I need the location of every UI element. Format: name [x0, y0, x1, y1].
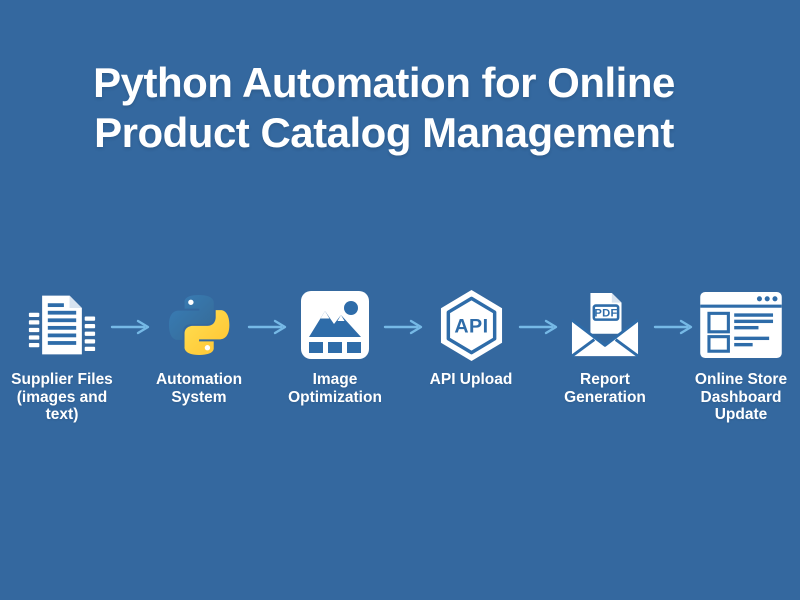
pdf-document-fold [611, 292, 622, 303]
step-dashboard-update: Online Store Dashboard Update [686, 288, 796, 424]
step-label-image-optimization: Image Optimization [288, 371, 382, 406]
envelope-fold-right [614, 338, 639, 358]
pdf-envelope-icon: PDF [568, 288, 642, 362]
step-image-optimization: Image Optimization [280, 288, 390, 406]
pdf-document-sheet [590, 292, 622, 334]
browser-dots-icon [756, 296, 778, 302]
step-report-generation: PDF Report Generation [550, 288, 660, 406]
hexagon-inner-border [446, 296, 496, 354]
document-fold-corner [69, 295, 82, 308]
title-line-1: Python Automation for Online [93, 59, 675, 106]
envelope-fold-left [571, 338, 596, 358]
snow-cap-left [320, 311, 330, 319]
flow-arrow-4 [518, 319, 559, 335]
step-automation-system: Automation System [144, 288, 254, 406]
left-dashes [28, 312, 40, 348]
pdf-label-box [592, 304, 620, 321]
python-logo-icon-svg [168, 295, 230, 355]
step-label-dashboard-update: Online Store Dashboard Update [694, 371, 788, 423]
title-line-2: Product Catalog Management [94, 109, 674, 156]
page-title: Python Automation for Online Product Cat… [0, 0, 784, 158]
flow-arrow-3 [383, 319, 424, 335]
right-arrow-icon [247, 319, 287, 335]
right-arrow-icon [518, 319, 558, 335]
api-hexagon-icon-svg: API [440, 289, 502, 361]
document-text-lines [47, 303, 77, 345]
pdf-envelope-icon-svg: PDF [571, 292, 639, 358]
python-yellow-eye [204, 345, 211, 351]
thumbnail-squares [309, 342, 361, 353]
right-arrow-icon [383, 319, 423, 335]
step-api-upload: API API Upload [416, 288, 526, 389]
browser-dashboard-icon [699, 288, 783, 362]
python-blue-eye [188, 299, 194, 305]
python-blue-snake [168, 295, 214, 340]
document-files-icon [27, 288, 97, 362]
step-label-api-upload: API Upload [429, 371, 513, 388]
right-dashes [84, 316, 96, 352]
envelope-flap-lines [571, 318, 639, 347]
api-text: API [454, 315, 488, 337]
right-arrow-icon [653, 319, 693, 335]
image-photo-icon-svg [301, 291, 369, 359]
browser-toolbar-divider [700, 304, 782, 308]
step-label-supplier-files: Supplier Files (images and text) [11, 371, 113, 423]
flow-arrow-2 [247, 319, 288, 335]
right-arrow-icon [110, 319, 150, 335]
step-supplier-files: Supplier Files (images and text) [7, 288, 117, 424]
dashboard-text-lines [734, 313, 774, 347]
step-label-report-generation: Report Generation [564, 371, 646, 406]
pdf-text: PDF [594, 308, 617, 320]
python-logo-icon [163, 288, 235, 362]
step-label-automation-system: Automation System [155, 371, 243, 406]
image-photo-icon [301, 288, 369, 362]
flow-arrow-1 [110, 319, 151, 335]
dashboard-tile-2 [707, 335, 730, 353]
sun-icon [344, 301, 358, 315]
python-yellow-snake [184, 310, 230, 355]
document-files-icon-svg [28, 295, 96, 355]
document-sheet [42, 295, 82, 355]
browser-dashboard-icon-svg [700, 292, 782, 358]
api-hexagon-icon: API [438, 288, 505, 362]
snow-cap-right [337, 315, 345, 321]
dashboard-tile-1 [707, 311, 730, 334]
flow-arrow-5 [653, 319, 694, 335]
envelope-body [571, 320, 639, 357]
browser-window [700, 292, 782, 358]
